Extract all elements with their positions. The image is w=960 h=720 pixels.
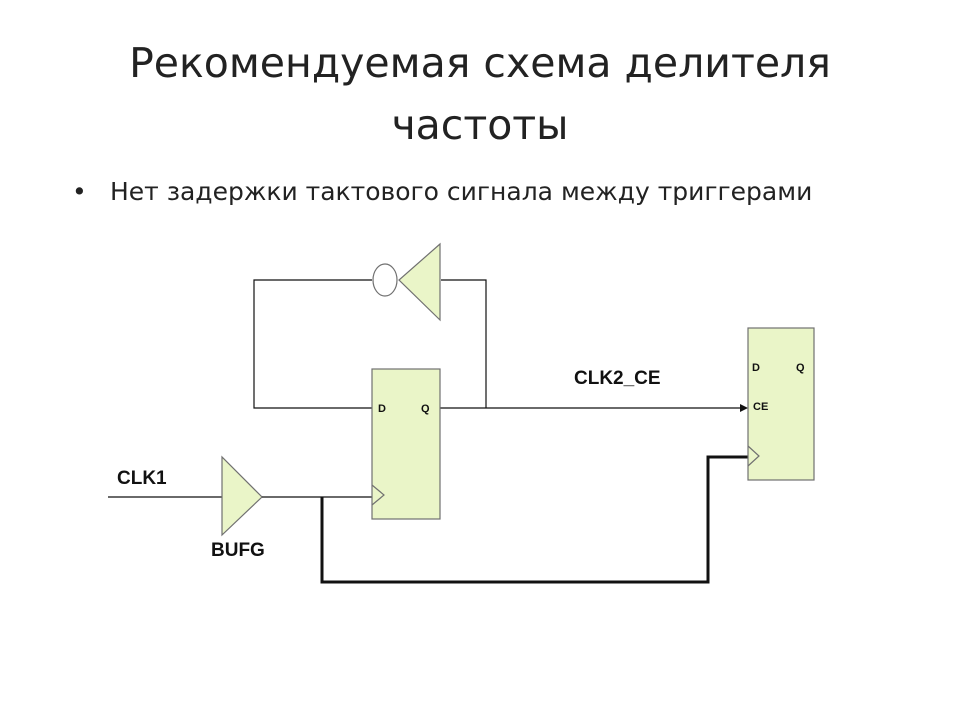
clk1-label: CLK1 [117, 468, 167, 489]
bullet-item: • Нет задержки тактового сигнала между тр… [72, 174, 812, 210]
feedback-loop-wires [253, 279, 487, 409]
inverter [372, 242, 441, 322]
feedback-wire-left [253, 279, 372, 409]
global-clock-net [320, 455, 748, 584]
title-line-2: частоты [391, 101, 569, 149]
slide-title: Рекомендуемая схема делителя частоты [0, 32, 960, 156]
flipflop-2-ce-label: CE [753, 401, 768, 413]
bufg-buffer [221, 455, 263, 537]
feedback-wire-right [441, 279, 487, 408]
flipflop-2-clock-marker [747, 445, 760, 467]
bufg-label: BUFG [211, 540, 265, 561]
bullet-dot: • [72, 177, 87, 206]
ce-arrowhead [740, 404, 748, 412]
bullet-text: Нет задержки тактового сигнала между три… [110, 177, 813, 206]
title-line-1: Рекомендуемая схема делителя [129, 39, 831, 87]
flipflop-2-d-label: D [752, 362, 760, 374]
flipflop-1-q-label: Q [421, 403, 430, 415]
flipflop-1-d-label: D [378, 403, 386, 415]
flipflop-2-q-label: Q [796, 362, 805, 374]
flipflop-1: D Q [371, 368, 441, 520]
clk2-ce-wire [440, 404, 748, 412]
clk2-ce-label: CLK2_CE [574, 368, 661, 389]
flipflop-1-clock-marker [371, 484, 385, 506]
flipflop-2: D Q CE [747, 327, 815, 481]
flipflop-2-body [747, 327, 815, 481]
inverter-triangle [398, 242, 441, 322]
inverter-bubble [372, 263, 398, 297]
